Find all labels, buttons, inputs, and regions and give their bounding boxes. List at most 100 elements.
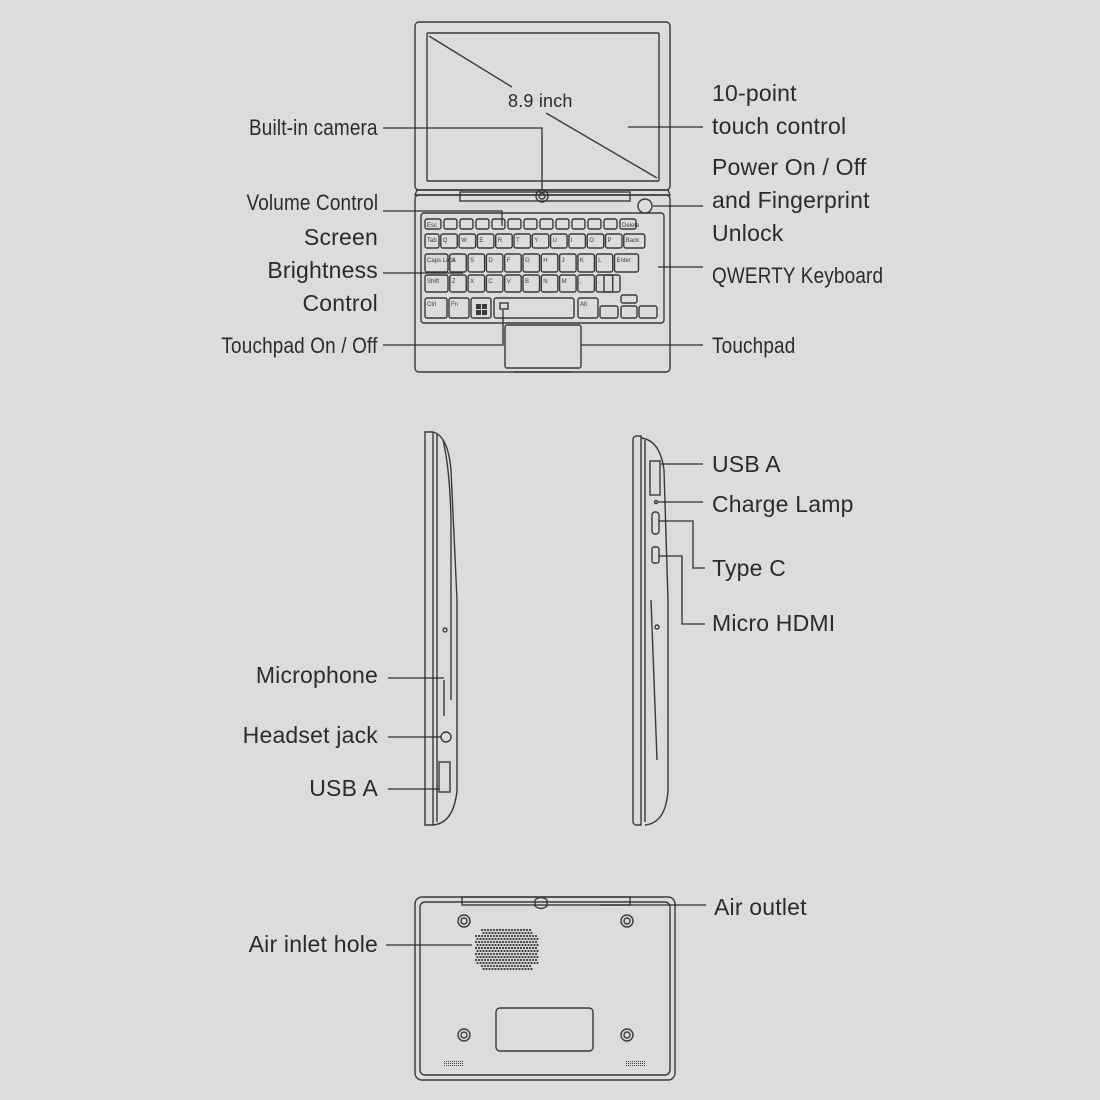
- vent-hole: [483, 958, 487, 962]
- vent-hole: [497, 931, 500, 935]
- vent-hole: [506, 961, 509, 965]
- speaker-dot: [628, 1063, 629, 1064]
- vent-hole: [527, 949, 530, 953]
- vent-hole: [501, 940, 505, 944]
- vent-hole: [500, 937, 503, 941]
- vent-hole: [492, 934, 496, 938]
- vent-hole: [536, 949, 539, 953]
- vent-hole: [498, 946, 502, 950]
- speaker-dot: [446, 1063, 447, 1064]
- keyboard-key: [449, 274, 467, 293]
- vent-hole: [489, 964, 493, 968]
- key-label: Back: [626, 238, 640, 244]
- vent-hole: [498, 964, 502, 968]
- vent-hole: [513, 952, 517, 956]
- key-label: E: [479, 238, 483, 244]
- vent-hole: [476, 955, 479, 959]
- function-key: [603, 218, 618, 230]
- vent-hole: [516, 952, 520, 956]
- vent-hole: [504, 928, 508, 932]
- key-label: R: [498, 238, 503, 244]
- speaker-dot: [452, 1061, 453, 1062]
- vent-hole: [513, 928, 517, 932]
- vent-hole: [507, 928, 511, 932]
- vent-hole: [480, 928, 484, 932]
- vent-hole: [480, 940, 484, 944]
- vent-hole: [488, 961, 491, 965]
- vent-hole: [491, 931, 494, 935]
- vent-hole: [482, 931, 485, 935]
- vent-hole: [500, 955, 503, 959]
- key-label: J: [562, 258, 565, 264]
- vent-hole: [527, 955, 530, 959]
- keyboard-key: [467, 274, 486, 293]
- vent-hole: [509, 943, 512, 947]
- speaker-dot: [454, 1065, 455, 1066]
- keyboard-key: [595, 253, 614, 273]
- function-key: [571, 218, 586, 230]
- vent-hole: [524, 949, 527, 953]
- vent-hole: [474, 952, 478, 956]
- speaker-dot: [630, 1063, 631, 1064]
- vent-hole: [480, 958, 484, 962]
- vent-hole: [485, 949, 488, 953]
- function-key: [424, 218, 442, 230]
- vent-hole: [492, 958, 496, 962]
- keyboard-key: [558, 274, 577, 293]
- vent-hole: [501, 952, 505, 956]
- label-built-in-camera: Built-in camera: [249, 115, 378, 140]
- vent-hole: [515, 937, 518, 941]
- vent-hole: [504, 958, 508, 962]
- vent-hole: [486, 934, 490, 938]
- speaker-dot: [634, 1061, 635, 1062]
- function-key: [507, 218, 522, 230]
- vent-hole: [488, 943, 491, 947]
- function-key: [459, 218, 474, 230]
- vent-hole: [503, 961, 506, 965]
- key-label: Caps Lock: [427, 258, 456, 264]
- vent-hole: [488, 937, 491, 941]
- keyboard-key: [485, 253, 504, 273]
- laptop-hinge: [413, 189, 672, 203]
- vent-hole: [486, 946, 490, 950]
- keyboard-key: [540, 274, 559, 293]
- label-touchpad-toggle: Touchpad On / Off: [221, 333, 378, 358]
- vent-hole: [522, 946, 526, 950]
- label-touch-line2: touch control: [712, 113, 847, 139]
- vent-hole: [480, 934, 484, 938]
- speaker-dot: [450, 1063, 451, 1064]
- vent-hole: [495, 964, 499, 968]
- key-label: N: [543, 279, 547, 285]
- speaker-dot: [456, 1065, 457, 1066]
- speaker-dot: [642, 1061, 643, 1062]
- vent-hole: [512, 961, 515, 965]
- touchpad-area: [504, 324, 582, 369]
- vent-hole: [501, 928, 505, 932]
- function-key: [523, 218, 538, 230]
- speaker-dot: [452, 1065, 453, 1066]
- vent-hole: [486, 928, 490, 932]
- label-charge-lamp: Charge Lamp: [712, 491, 854, 517]
- label-touchpad: Touchpad: [712, 333, 796, 358]
- speaker-dot: [450, 1065, 451, 1066]
- speaker-dot: [448, 1061, 449, 1062]
- vent-hole: [525, 946, 529, 950]
- vent-hole: [486, 952, 490, 956]
- vent-hole: [530, 937, 533, 941]
- speaker-dot: [628, 1065, 629, 1066]
- vent-hole: [521, 955, 524, 959]
- vent-hole: [509, 937, 512, 941]
- label-brightness-line1: Screen: [303, 224, 378, 250]
- vent-hole: [530, 961, 533, 965]
- vent-hole: [474, 946, 478, 950]
- vent-hole: [524, 961, 527, 965]
- vent-hole: [500, 967, 503, 971]
- keyboard-key: [467, 253, 486, 273]
- vent-hole: [494, 937, 497, 941]
- power-button-icon: [637, 198, 653, 214]
- vent-hole: [516, 940, 520, 944]
- keyboard-key: [577, 253, 596, 273]
- vent-hole: [513, 934, 517, 938]
